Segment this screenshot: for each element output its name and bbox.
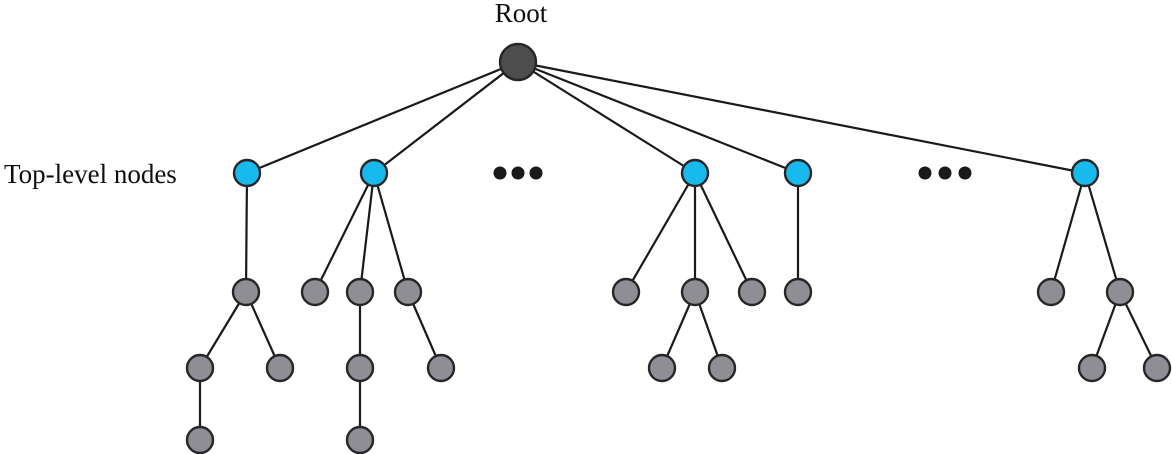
ellipsis-dot (529, 166, 543, 180)
tree-node-d1[interactable] (783, 277, 813, 307)
tree-node-c1[interactable] (611, 277, 641, 307)
tree-edge (1049, 171, 1087, 294)
tree-edge (1083, 171, 1122, 294)
nodes-layer (185, 42, 1172, 454)
tree-edge (245, 60, 520, 175)
top-level-node-t2[interactable] (359, 158, 389, 188)
top-level-node-t3[interactable] (680, 158, 710, 188)
top-level-node-t5[interactable] (1070, 158, 1100, 188)
tree-node-c5[interactable] (707, 353, 737, 383)
tree-edge (244, 171, 249, 294)
ellipsis-dot (493, 166, 507, 180)
tree-node-b6[interactable] (345, 425, 375, 454)
tree-node-e1[interactable] (1036, 277, 1066, 307)
tree-node-b4[interactable] (345, 353, 375, 383)
tree-edge (624, 171, 697, 294)
tree-node-c2[interactable] (680, 277, 710, 307)
top-level-node-t4[interactable] (783, 158, 813, 188)
tree-edge (313, 171, 376, 294)
ellipsis-dot (938, 166, 952, 180)
root-node-root[interactable] (498, 42, 538, 82)
tree-edge (693, 171, 754, 294)
tree-node-e3[interactable] (1077, 353, 1107, 383)
labels-layer: Root Top-level nodes (4, 0, 548, 189)
tree-node-b3[interactable] (393, 277, 423, 307)
tree-node-b2[interactable] (345, 277, 375, 307)
tree-node-a1[interactable] (231, 277, 261, 307)
ellipsis-left (493, 166, 543, 180)
tree-edge (372, 171, 410, 294)
ellipsis-dot (511, 166, 525, 180)
ellipsis-dot (918, 166, 932, 180)
tree-node-a4[interactable] (185, 425, 215, 454)
ellipsis-layer (493, 166, 972, 180)
top-level-node-t1[interactable] (232, 158, 262, 188)
tree-node-e2[interactable] (1105, 277, 1135, 307)
tree-node-e4[interactable] (1142, 353, 1172, 383)
top-level-nodes-label: Top-level nodes (4, 159, 177, 189)
tree-node-c3[interactable] (737, 277, 767, 307)
tree-edge (198, 290, 248, 370)
ellipsis-dot (958, 166, 972, 180)
tree-node-a3[interactable] (265, 353, 295, 383)
tree-edge (516, 60, 697, 175)
tree-edge (358, 171, 376, 294)
tree-edge (516, 60, 800, 175)
edges-layer (198, 60, 1159, 442)
tree-node-c4[interactable] (647, 353, 677, 383)
tree-node-b1[interactable] (300, 277, 330, 307)
tree-edge (372, 60, 520, 175)
tree-edge (516, 60, 1087, 175)
root-label: Root (495, 0, 548, 28)
tree-node-a2[interactable] (185, 353, 215, 383)
ellipsis-right (918, 166, 972, 180)
tree-node-b5[interactable] (426, 353, 456, 383)
